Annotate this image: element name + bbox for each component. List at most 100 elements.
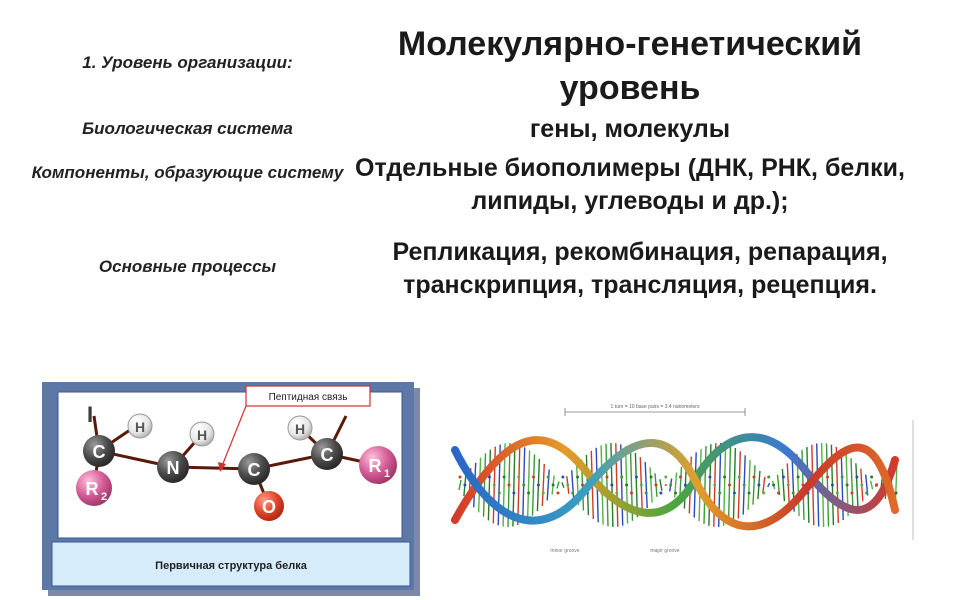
minor-groove-label: minor groove bbox=[550, 548, 579, 554]
atom-i: I bbox=[87, 402, 93, 427]
base-atom bbox=[512, 491, 516, 495]
base-atom bbox=[732, 491, 736, 495]
base-atom bbox=[713, 483, 717, 487]
base-pair bbox=[571, 470, 575, 500]
base-pair bbox=[825, 443, 830, 527]
protein-structure-figure: I C R 2 H N H C O H C R 1 Пептидная связ… bbox=[42, 382, 420, 596]
base-atom bbox=[865, 491, 869, 495]
base-atom bbox=[777, 491, 780, 495]
base-atom bbox=[625, 483, 629, 487]
base-atom bbox=[532, 475, 535, 479]
atom-c1: C bbox=[93, 442, 106, 462]
base-pair bbox=[458, 479, 462, 491]
base-atom bbox=[845, 483, 849, 487]
base-atom bbox=[527, 491, 531, 495]
atom-r1-sub: 1 bbox=[384, 468, 390, 480]
major-groove-label: major groove bbox=[650, 548, 679, 554]
base-atom bbox=[620, 475, 624, 479]
base-pair bbox=[732, 448, 737, 522]
base-atom bbox=[855, 475, 859, 479]
base-pair bbox=[487, 449, 492, 521]
base-atom bbox=[718, 491, 722, 495]
atom-c3: C bbox=[321, 445, 334, 465]
atom-r1: R bbox=[369, 456, 382, 476]
base-atom bbox=[581, 483, 584, 487]
atom-h1: H bbox=[135, 419, 145, 435]
base-pair bbox=[762, 476, 766, 494]
base-atom bbox=[556, 491, 560, 495]
base-atom bbox=[649, 475, 653, 479]
base-atom bbox=[644, 491, 648, 495]
atom-n: N bbox=[167, 458, 180, 478]
label-organization-level: 1. Уровень организации: bbox=[82, 53, 293, 72]
base-pair bbox=[855, 463, 859, 507]
base-atom bbox=[551, 483, 555, 487]
base-atom bbox=[840, 475, 844, 479]
base-atom bbox=[781, 475, 785, 479]
base-atom bbox=[830, 483, 834, 487]
base-pair bbox=[747, 460, 751, 510]
base-pair bbox=[561, 482, 565, 488]
base-pair bbox=[781, 468, 786, 502]
base-atom bbox=[772, 483, 776, 487]
base-atom bbox=[605, 475, 609, 479]
base-atom bbox=[522, 483, 526, 487]
base-atom bbox=[517, 475, 521, 479]
base-atom bbox=[571, 491, 575, 495]
base-atom bbox=[796, 475, 800, 479]
base-pair bbox=[605, 443, 609, 527]
dna-scale-label: 1 turn = 10 base pairs = 3.4 nanometers bbox=[611, 404, 700, 410]
base-pair bbox=[634, 452, 639, 518]
base-atom bbox=[708, 475, 712, 479]
base-atom bbox=[737, 475, 741, 479]
base-atom bbox=[894, 491, 898, 495]
value-main-processes: Репликация, рекомбинация, репарация, тра… bbox=[392, 238, 888, 299]
base-atom bbox=[683, 483, 687, 487]
base-pair bbox=[752, 465, 756, 505]
base-atom bbox=[659, 491, 663, 495]
base-atom bbox=[536, 483, 540, 487]
base-atom bbox=[723, 475, 727, 479]
atom-c2: C bbox=[248, 460, 261, 480]
base-pair bbox=[659, 479, 663, 491]
base-atom bbox=[757, 483, 761, 487]
base-atom bbox=[497, 491, 501, 495]
base-pair bbox=[737, 451, 741, 519]
base-atom bbox=[507, 483, 511, 487]
base-atom bbox=[767, 475, 771, 479]
base-atom bbox=[615, 491, 619, 495]
base-pair bbox=[531, 454, 536, 516]
base-atom bbox=[669, 483, 673, 487]
atom-h2: H bbox=[197, 427, 207, 443]
value-components: Отдельные биополимеры (ДНК, РНК, белки, … bbox=[355, 154, 905, 215]
base-atom bbox=[541, 491, 545, 495]
base-pair bbox=[767, 482, 771, 488]
label-biological-system: Биологическая система bbox=[82, 119, 293, 138]
base-atom bbox=[487, 475, 491, 479]
label-components: Компоненты, образующие систему bbox=[31, 163, 344, 182]
value-biological-system: гены, молекулы bbox=[529, 115, 731, 143]
base-pair bbox=[482, 453, 487, 517]
base-atom bbox=[502, 475, 506, 479]
base-atom bbox=[654, 483, 658, 487]
base-pair bbox=[644, 461, 648, 509]
base-atom bbox=[546, 475, 550, 479]
base-atom bbox=[679, 475, 682, 479]
dna-helix-figure: 1 turn = 10 base pairs = 3.4 nanometers … bbox=[451, 404, 914, 554]
base-pair bbox=[526, 450, 531, 520]
atom-r2: R bbox=[86, 479, 99, 499]
base-atom bbox=[639, 483, 643, 487]
base-atom bbox=[747, 491, 751, 495]
base-atom bbox=[630, 491, 633, 495]
base-pair bbox=[850, 458, 854, 512]
base-atom bbox=[561, 475, 565, 479]
base-atom bbox=[860, 483, 864, 487]
base-pair bbox=[703, 446, 707, 524]
atom-o: O bbox=[262, 497, 276, 517]
label-main-processes: Основные процессы bbox=[98, 257, 277, 276]
base-atom bbox=[835, 491, 839, 495]
base-pair bbox=[869, 480, 874, 490]
atom-h3: H bbox=[295, 421, 305, 437]
base-pair bbox=[722, 443, 727, 527]
base-atom bbox=[786, 483, 790, 487]
